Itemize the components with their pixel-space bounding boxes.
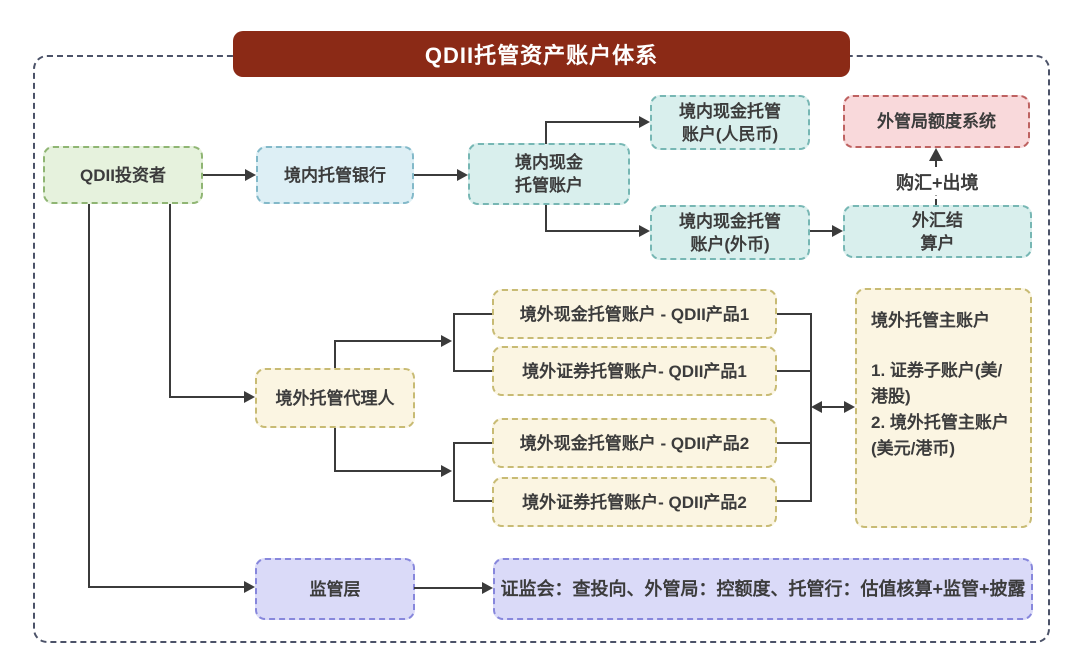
- node-regulator: 监管层: [255, 558, 415, 620]
- arrow-cash-fx: [639, 225, 650, 237]
- arrow-settlement-quota: [929, 148, 943, 161]
- label-purchase-outbound: 购汇+出境: [893, 169, 982, 195]
- node-safe-quota-system: 外管局额度系统: [843, 95, 1030, 148]
- arrow-investor-regulator: [244, 581, 255, 593]
- arrow-bank-cash: [457, 169, 468, 181]
- connector-investor-regulator-h: [88, 586, 244, 588]
- bracket-p2: [453, 442, 455, 502]
- stub-p1-cash-master: [777, 313, 812, 315]
- connector-investor-regulator-v: [88, 204, 90, 588]
- arrow-investor-agent: [244, 391, 255, 403]
- arrow-regulator-detail: [482, 582, 493, 594]
- arrow-master-right: [844, 401, 855, 413]
- bracket-p1-stub-cash: [453, 313, 492, 315]
- arrow-agent-p1: [441, 335, 452, 347]
- connector-cash-fx-h: [545, 230, 639, 232]
- node-offshore-securities-p2: 境外证券托管账户- QDII产品2: [492, 477, 777, 527]
- master-account-item-1: 1. 证券子账户(美/港股): [871, 361, 1003, 406]
- stub-p1-securities-master: [777, 370, 812, 372]
- arrow-master-left: [811, 401, 822, 413]
- connector-agent-p1-h: [334, 340, 441, 342]
- arrow-fx-settlement: [832, 225, 843, 237]
- connector-cash-rmb-h: [545, 121, 639, 123]
- connector-master-line: [820, 406, 845, 408]
- connector-agent-p2-h: [334, 470, 441, 472]
- connector-investor-agent-h: [169, 396, 245, 398]
- connector-regulator-detail: [414, 587, 482, 589]
- bracket-p1-stub-securities: [453, 370, 492, 372]
- node-domestic-custodian-bank: 境内托管银行: [256, 146, 414, 204]
- arrow-cash-rmb: [639, 116, 650, 128]
- arrow-agent-p2: [441, 465, 452, 477]
- node-offshore-cash-p2: 境外现金托管账户 - QDII产品2: [492, 418, 777, 468]
- node-domestic-cash-account: 境内现金 托管账户: [468, 143, 630, 205]
- diagram-title: QDII托管资产账户体系: [233, 31, 850, 77]
- node-regulator-detail: 证监会：查投向、外管局：控额度、托管行：估值核算+监管+披露: [493, 558, 1033, 620]
- connector-bank-cash: [414, 174, 457, 176]
- stub-p2-securities-master: [777, 500, 812, 502]
- bracket-p2-stub-securities: [453, 500, 492, 502]
- master-account-item-2: 2. 境外托管主账户(美元/港币): [871, 413, 1009, 458]
- node-qdii-investor: QDII投资者: [43, 146, 203, 204]
- bracket-p2-stub-cash: [453, 442, 492, 444]
- node-overseas-agent: 境外托管代理人: [255, 368, 415, 428]
- node-offshore-cash-p1: 境外现金托管账户 - QDII产品1: [492, 289, 777, 339]
- node-domestic-cash-fx: 境内现金托管 账户(外币): [650, 205, 810, 260]
- connector-investor-bank: [203, 174, 245, 176]
- node-fx-settlement-account: 外汇结 算户: [843, 205, 1032, 258]
- connector-agent-p1-v: [334, 341, 336, 368]
- node-offshore-securities-p1: 境外证券托管账户- QDII产品1: [492, 346, 777, 396]
- node-offshore-master-account: 境外托管主账户 1. 证券子账户(美/港股) 2. 境外托管主账户(美元/港币): [855, 288, 1032, 528]
- stub-p2-cash-master: [777, 442, 812, 444]
- connector-agent-p2-v: [334, 428, 336, 472]
- master-account-title: 境外托管主账户: [871, 311, 990, 330]
- connector-cash-rmb-v: [545, 122, 547, 144]
- connector-cash-fx-v: [545, 205, 547, 232]
- connector-fx-settlement: [810, 230, 832, 232]
- node-domestic-cash-rmb: 境内现金托管 账户(人民币): [650, 95, 810, 150]
- bracket-p1: [453, 313, 455, 372]
- connector-investor-agent-v: [169, 204, 171, 398]
- arrow-investor-bank: [245, 169, 256, 181]
